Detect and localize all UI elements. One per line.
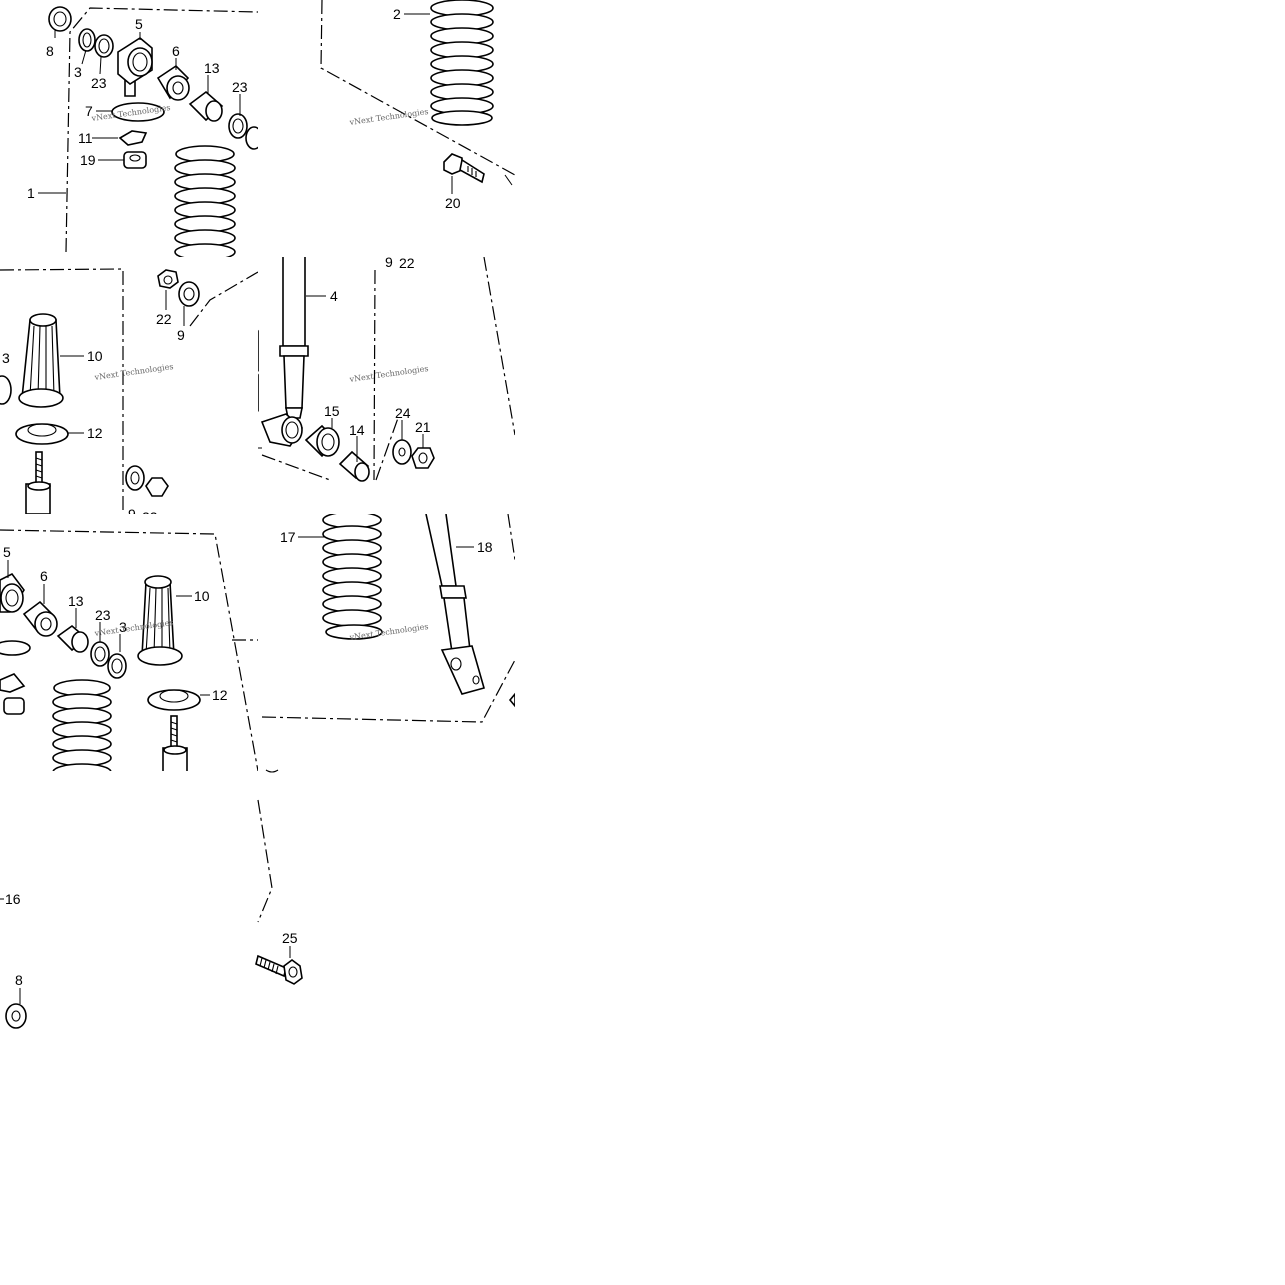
washer-9 bbox=[178, 281, 200, 307]
callout-18: 18 bbox=[477, 539, 493, 555]
callout-14: 14 bbox=[349, 422, 365, 438]
upper-mount-5 bbox=[0, 572, 25, 613]
spring-2 bbox=[430, 0, 494, 126]
callout-22: 22 bbox=[399, 255, 415, 271]
tile-bolts: 25 8 16 bbox=[0, 769, 303, 1029]
callout-7: 7 bbox=[221, 384, 229, 400]
washer-3 bbox=[107, 653, 127, 679]
callout-16: 16 bbox=[5, 891, 21, 907]
oring-23 bbox=[90, 641, 110, 667]
callout-19: 19 bbox=[233, 441, 249, 457]
washer-8 bbox=[5, 1003, 27, 1029]
upper-mount-5 bbox=[117, 37, 153, 97]
washer-8 bbox=[48, 6, 72, 32]
front-direction-label: FR. bbox=[282, 169, 311, 194]
oring-23 bbox=[220, 308, 238, 332]
bolt-20 bbox=[443, 153, 485, 184]
callout-11: 11 bbox=[227, 420, 242, 436]
callout-6: 6 bbox=[172, 43, 180, 59]
washer-3 bbox=[78, 28, 96, 52]
spring bbox=[52, 679, 112, 771]
callout-23b: 23 bbox=[232, 79, 248, 95]
callout-3: 3 bbox=[203, 334, 211, 350]
callout-8: 8 bbox=[15, 972, 23, 988]
callout-1: 1 bbox=[27, 185, 35, 201]
nut-19 bbox=[123, 151, 147, 169]
damper-cover-10 bbox=[137, 575, 183, 666]
oring-23b bbox=[228, 113, 248, 139]
callout-12: 12 bbox=[87, 425, 103, 441]
washer-24 bbox=[392, 439, 412, 465]
spring-17 bbox=[322, 514, 383, 640]
callout-13: 13 bbox=[204, 60, 220, 76]
callout-2: 2 bbox=[393, 6, 401, 22]
tile-lower-mount: 23 3 7 11 19 bbox=[203, 272, 262, 457]
callout-3: 3 bbox=[2, 350, 10, 366]
collar-14 bbox=[338, 450, 370, 482]
callout-10: 10 bbox=[87, 348, 103, 364]
damper-18 bbox=[425, 514, 515, 708]
callout-5: 5 bbox=[3, 544, 11, 560]
callout-12: 12 bbox=[212, 687, 228, 703]
damper-body-4 bbox=[279, 257, 309, 419]
front-arrow-icon: FR. bbox=[260, 169, 311, 207]
tile-spring-bolt: 2 20 vNext Technologies bbox=[320, 0, 515, 211]
callout-8: 8 bbox=[46, 43, 54, 59]
tile-spring-damper: 17 18 vNext Technologies bbox=[261, 514, 515, 723]
callout-21: 21 bbox=[415, 419, 431, 435]
callout-5: 5 bbox=[135, 16, 143, 32]
callout-23: 23 bbox=[95, 607, 111, 623]
callout-22-lower: 22 bbox=[142, 509, 158, 525]
watermark: vNext Technologies bbox=[348, 364, 429, 384]
nut-22 bbox=[157, 269, 179, 289]
callout-9: 9 bbox=[177, 327, 185, 343]
spring-seat-12 bbox=[15, 423, 69, 445]
callout-25: 25 bbox=[282, 930, 298, 946]
damper-cover-10 bbox=[18, 313, 64, 408]
callout-4: 4 bbox=[330, 288, 338, 304]
bushing-6 bbox=[22, 600, 58, 637]
callout-24: 24 bbox=[395, 405, 411, 421]
collar-13 bbox=[56, 624, 89, 653]
callout-11: 11 bbox=[78, 130, 93, 146]
callout-3: 3 bbox=[74, 64, 82, 80]
bolt-25 bbox=[255, 954, 303, 985]
callout-9: 9 bbox=[385, 254, 393, 270]
callout-22: 22 bbox=[156, 311, 172, 327]
washer-11 bbox=[118, 130, 148, 146]
spring-seat-12 bbox=[147, 689, 201, 711]
tile-damper-body: 4 15 14 24 21 9 22 vNext Technologies bbox=[260, 254, 515, 482]
bushing-6 bbox=[156, 64, 190, 101]
tile-rear-assembly: 5 6 13 23 3 10 12 vNext Technologies bbox=[0, 529, 258, 771]
lower-eye-mount bbox=[260, 413, 304, 447]
callout-19: 19 bbox=[80, 152, 96, 168]
callout-7: 7 bbox=[85, 103, 93, 119]
collar-13 bbox=[188, 90, 224, 122]
callout-6: 6 bbox=[40, 568, 48, 584]
damper-rod bbox=[25, 451, 51, 514]
watermark: vNext Technologies bbox=[348, 107, 429, 127]
oring-23 bbox=[94, 34, 114, 58]
callout-17: 17 bbox=[280, 529, 296, 545]
tile-damper-upper: 3 10 12 22 9 9 22 vNext Technologies bbox=[0, 268, 258, 525]
callout-9-lower: 9 bbox=[128, 506, 136, 522]
plate-7 bbox=[111, 102, 165, 122]
callout-23: 23 bbox=[91, 75, 107, 91]
callout-20: 20 bbox=[445, 195, 461, 211]
spring-1 bbox=[174, 145, 236, 257]
bushing-15 bbox=[304, 424, 340, 458]
callout-13: 13 bbox=[68, 593, 84, 609]
washer-3 bbox=[203, 299, 219, 321]
tile-upper-mount: FR. 8 3 23 5 6 13 23 7 11 19 1 vNext Tec… bbox=[27, 6, 311, 257]
watermark: vNext Technologies bbox=[93, 362, 174, 382]
damper-rod bbox=[162, 715, 188, 771]
callout-15: 15 bbox=[324, 403, 340, 419]
nut-21 bbox=[411, 447, 435, 469]
callout-10: 10 bbox=[194, 588, 210, 604]
callout-3: 3 bbox=[119, 619, 127, 635]
